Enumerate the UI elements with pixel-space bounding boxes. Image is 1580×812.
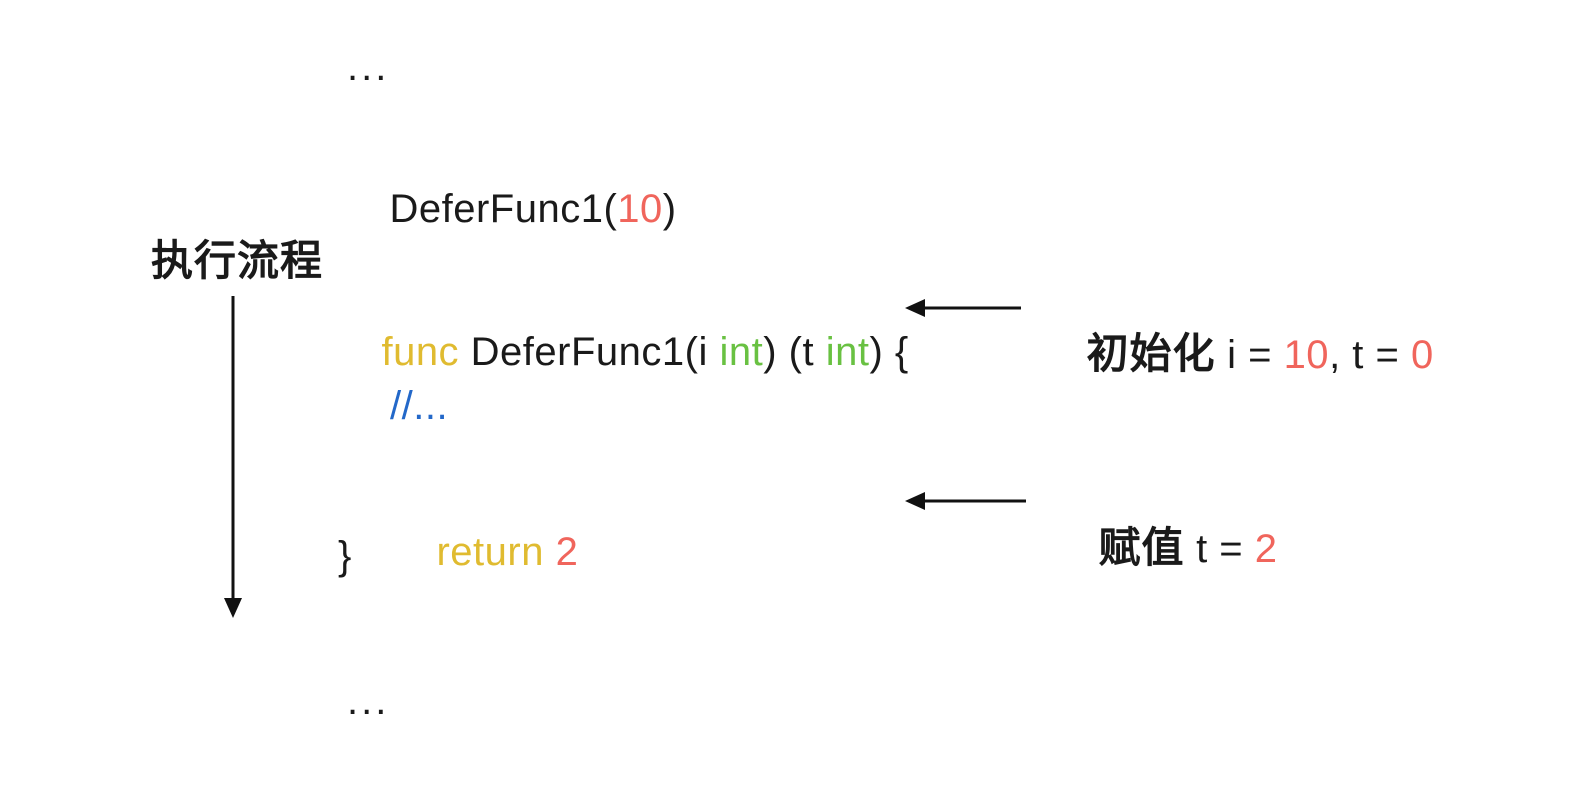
annotation-init-text2: , t = bbox=[1329, 333, 1411, 377]
annotation-assign: 赋值 t = 2 bbox=[1052, 478, 1278, 618]
keyword-func: func bbox=[381, 330, 471, 374]
code-ellipsis-bottom: ... bbox=[347, 679, 390, 723]
param-type: int bbox=[719, 330, 764, 374]
code-ellipsis-top: ... bbox=[347, 45, 390, 89]
func-name-and-param: DeferFunc1(i bbox=[470, 330, 720, 374]
assign-left-arrow-icon bbox=[905, 492, 1026, 510]
code-line-func-signature: func DeferFunc1(i int) (t int) { bbox=[335, 283, 909, 421]
code-line-close-brace: } bbox=[338, 534, 352, 578]
annotation-init: 初始化 i = 10, t = 0 bbox=[1040, 284, 1434, 424]
annotation-init-val1: 10 bbox=[1283, 333, 1330, 377]
annotation-assign-val1: 2 bbox=[1254, 527, 1278, 571]
annotation-init-label: 初始化 bbox=[1086, 330, 1216, 377]
annotation-assign-label: 赋值 bbox=[1098, 524, 1185, 571]
init-left-arrow-icon bbox=[905, 299, 1021, 317]
execution-flow-down-arrow-icon bbox=[224, 296, 242, 618]
signature-mid: ) (t bbox=[763, 330, 826, 374]
return-value-literal: 2 bbox=[555, 530, 579, 574]
code-line-comment: //... bbox=[390, 384, 449, 428]
annotation-init-val2: 0 bbox=[1411, 333, 1434, 377]
open-brace: ) { bbox=[869, 330, 909, 374]
code-line-call: DeferFunc1(10) bbox=[343, 140, 677, 278]
annotation-assign-text1: t = bbox=[1184, 527, 1255, 571]
call-close-paren: ) bbox=[662, 187, 677, 231]
keyword-return: return bbox=[436, 530, 556, 574]
return-type: int bbox=[825, 330, 870, 374]
code-line-return: return 2 bbox=[390, 483, 578, 621]
execution-flow-label: 执行流程 bbox=[151, 237, 324, 284]
annotation-init-text1: i = bbox=[1215, 333, 1284, 377]
call-arg-literal: 10 bbox=[617, 187, 663, 231]
call-name: DeferFunc1( bbox=[389, 187, 618, 231]
